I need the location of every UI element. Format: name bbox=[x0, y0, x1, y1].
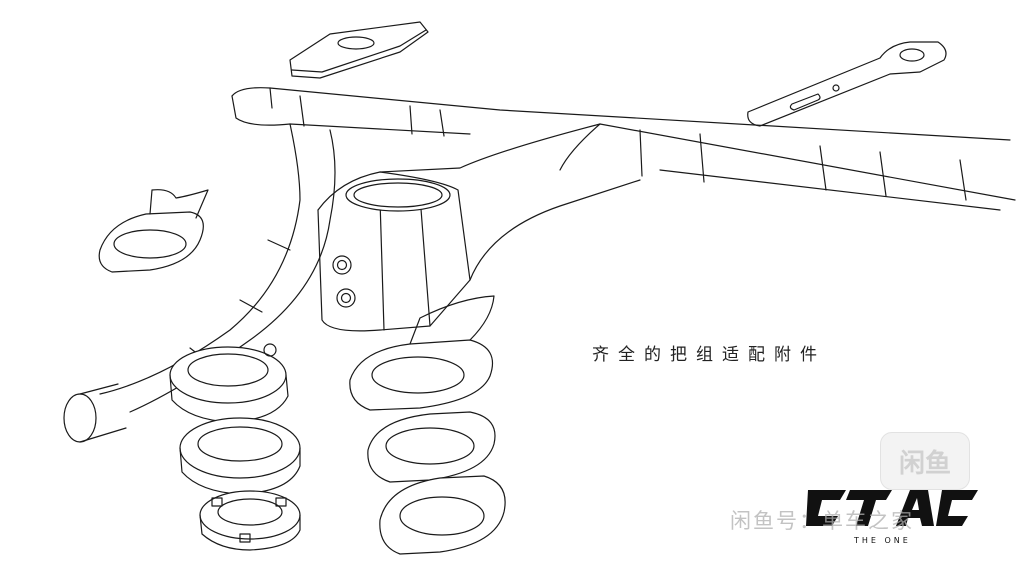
headset-spacer-2 bbox=[179, 417, 301, 495]
watermark-text: 闲鱼号：单车之家 bbox=[730, 509, 914, 533]
oval-spacer-middle bbox=[367, 411, 496, 483]
headset-spacer-3 bbox=[199, 490, 301, 551]
headset-spacer-1 bbox=[169, 343, 289, 423]
oval-spacer-top bbox=[349, 295, 495, 411]
spacer-clip-left bbox=[98, 189, 209, 273]
integrated-handlebar bbox=[63, 87, 1016, 443]
app-watermark-badge: 闲鱼 bbox=[880, 432, 970, 490]
brand-logo: THE ONE bbox=[806, 480, 982, 552]
top-cap-part bbox=[289, 21, 429, 79]
computer-mount-part bbox=[747, 41, 947, 127]
brand-tagline: THE ONE bbox=[854, 536, 911, 545]
oval-spacer-bottom bbox=[379, 475, 506, 555]
caption-accessories: 齐全的把组适配附件 bbox=[592, 345, 826, 365]
